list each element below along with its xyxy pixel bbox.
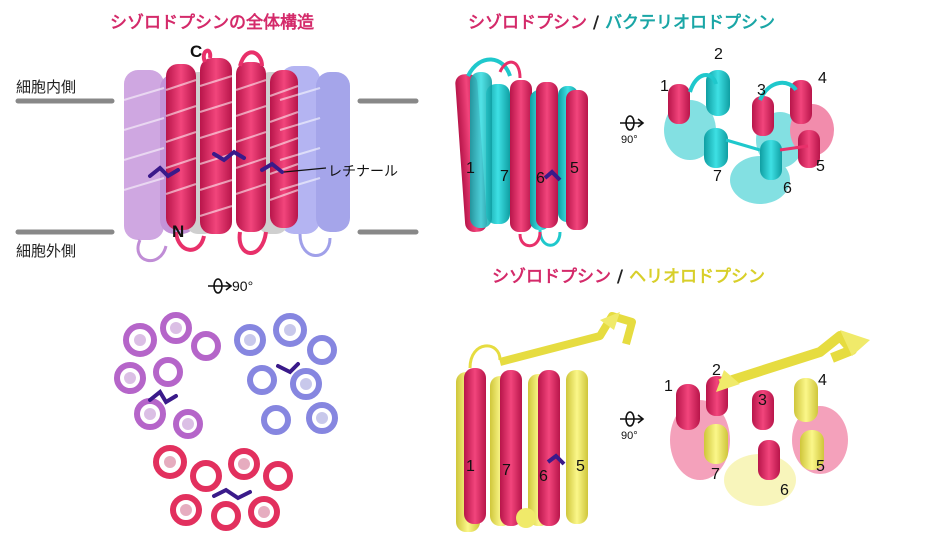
main-structure-title: シゾロドプシンの全体構造: [110, 13, 314, 33]
helix-number: 1: [660, 78, 669, 95]
helix-number: 5: [816, 158, 825, 175]
heliorhodopsin-side-view: [456, 312, 636, 532]
helix-number: 3: [757, 82, 766, 99]
helix-number: 5: [816, 458, 825, 475]
helix-number: 4: [818, 372, 827, 389]
helix-number: 7: [500, 168, 509, 185]
rotate-arrow-icon: [208, 278, 233, 294]
helix-number: 7: [502, 462, 511, 479]
helix-number: 7: [711, 466, 720, 483]
helix-number: 1: [466, 160, 475, 177]
extracellular-side-label: 細胞外側: [16, 242, 77, 260]
helix-number: 3: [758, 392, 767, 409]
bacteriorhodopsin-end-view: [664, 70, 834, 204]
rotation-label: 90°: [621, 430, 638, 442]
bacteriorhodopsin-label: バクテリオロドプシン: [605, 13, 776, 33]
intracellular-side-label: 細胞内側: [16, 78, 77, 96]
helix-number: 4: [818, 70, 827, 87]
schizorhodopsin-label: シゾロドプシン: [468, 13, 587, 33]
n-terminus-label: N: [172, 222, 185, 241]
helix-number: 6: [539, 468, 548, 485]
helix-number: 6: [780, 482, 789, 499]
rotation-label: 90°: [621, 134, 638, 146]
bacteriorhodopsin-side-view: [455, 57, 588, 248]
rotate-arrow-icon: [620, 115, 645, 131]
membrane-lines: [15, 98, 419, 235]
helix-number: 5: [570, 160, 579, 177]
schizorhodopsin-label: シゾロドプシン: [492, 267, 611, 287]
helix-number: 2: [714, 46, 723, 63]
trimer-side-view: [123, 48, 350, 263]
helix-number: 1: [466, 458, 475, 475]
title-separator: /: [616, 267, 624, 287]
helix-number: 2: [712, 362, 721, 379]
helix-number: 7: [713, 168, 722, 185]
retinal-label: レチナール: [328, 164, 398, 180]
title-separator: /: [592, 13, 600, 33]
helix-number: 1: [664, 378, 673, 395]
heliorhodopsin-end-view: [670, 330, 870, 506]
helix-number: 6: [783, 180, 792, 197]
rotate-arrow-icon: [620, 411, 645, 427]
helix-number: 6: [536, 170, 545, 187]
rotation-label: 90°: [232, 278, 254, 294]
heliorhodopsin-label: ヘリオロドプシン: [629, 267, 766, 287]
c-terminus-label: C: [190, 42, 203, 61]
heliorhodopsin-comparison-title: シゾロドプシン / ヘリオロドプシン: [492, 262, 765, 287]
helix-number: 5: [576, 458, 585, 475]
bacteriorhodopsin-comparison-title: シゾロドプシン / バクテリオロドプシン: [468, 8, 775, 33]
trimer-top-view: [114, 312, 338, 531]
